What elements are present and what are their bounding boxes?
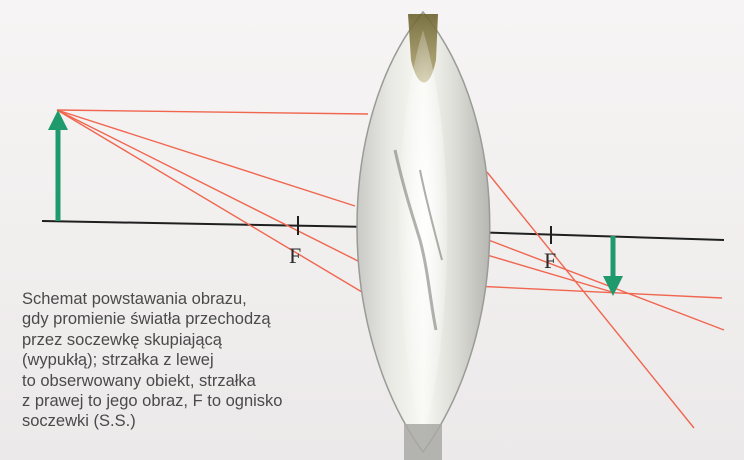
caption-line: gdy promienie światła przechodzą — [22, 309, 332, 329]
caption-line: Schemat powstawania obrazu, — [22, 289, 332, 309]
caption-line: (wypukłą); strzałka z lewej — [22, 350, 332, 370]
focus-right-label: F — [544, 248, 556, 273]
caption-line: z prawej to jego obraz, F to ognisko — [22, 391, 332, 411]
caption: Schemat powstawania obrazu, gdy promieni… — [22, 289, 332, 432]
caption-line: soczewki (S.S.) — [22, 411, 332, 431]
image-arrow — [603, 236, 623, 296]
object-arrow — [48, 110, 68, 221]
caption-line: przez soczewkę skupiającą — [22, 330, 332, 350]
incident-rays — [57, 110, 372, 298]
optical-axis-left — [42, 221, 372, 227]
focus-left-label: F — [289, 243, 301, 268]
caption-line: to obserwowany obiekt, strzałka — [22, 371, 332, 391]
optical-axis-right — [470, 232, 724, 240]
refracted-rays — [470, 172, 724, 428]
convex-lens — [357, 12, 490, 460]
